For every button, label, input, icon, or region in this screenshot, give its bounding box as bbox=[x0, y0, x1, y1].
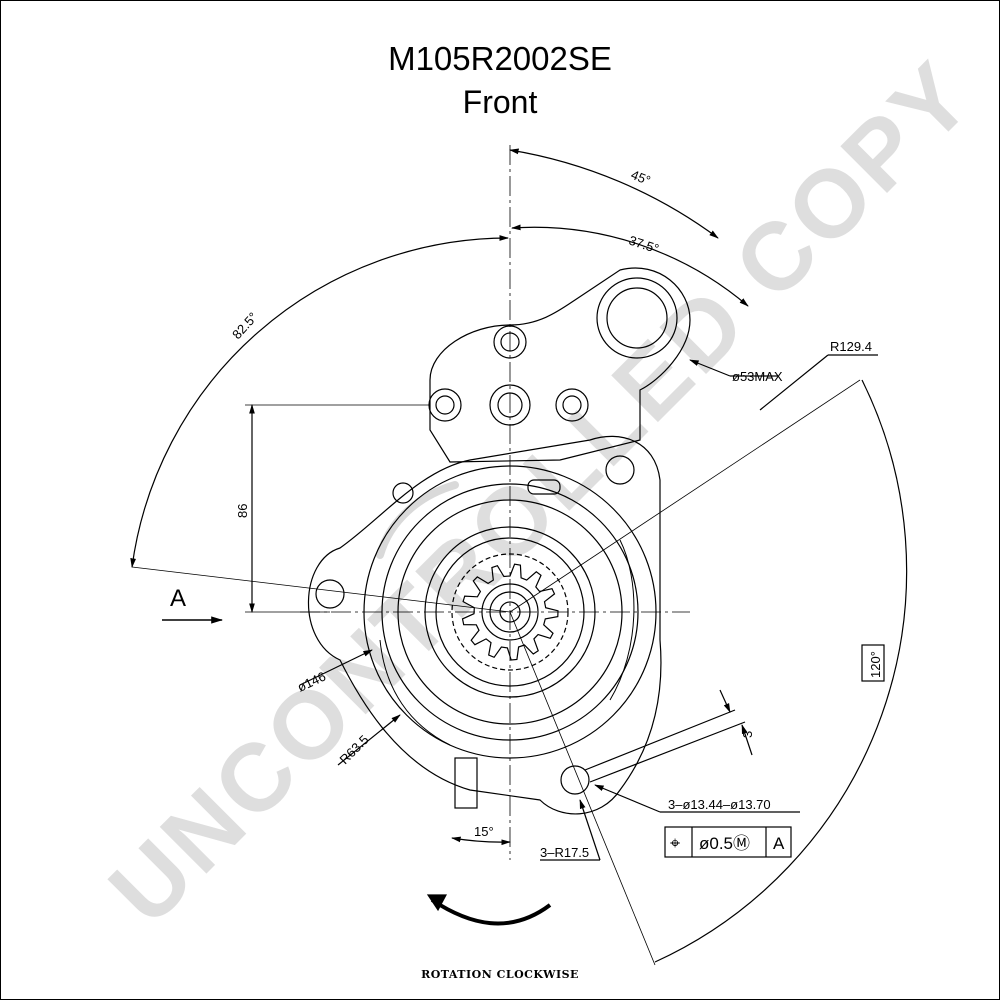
view-marker-a: A bbox=[170, 585, 186, 612]
dim-angle-37-5: 37.5° bbox=[627, 233, 661, 257]
dim-radius-129-4: R129.4 bbox=[830, 339, 872, 354]
dim-angle-120: 120° bbox=[868, 651, 883, 678]
part-number: M105R2002SE bbox=[388, 40, 612, 77]
tolerance-frame bbox=[664, 826, 792, 858]
tolerance-datum: A bbox=[773, 834, 785, 853]
housing-outer bbox=[363, 465, 657, 759]
dim-dia-53max: ø53MAX bbox=[732, 369, 783, 384]
dim-height-86: 86 bbox=[235, 504, 250, 518]
pinion-gear bbox=[461, 563, 559, 661]
rotation-label: ROTATION CLOCKWISE bbox=[421, 968, 579, 981]
arc-37-5 bbox=[511, 224, 749, 307]
dim-angle-45: 45° bbox=[629, 167, 653, 188]
rotation-arrow bbox=[430, 898, 552, 926]
dim-offset-3: 3 bbox=[740, 731, 755, 738]
arc-82-5 bbox=[130, 235, 509, 568]
dim-holes: 3–ø13.44–ø13.70 bbox=[668, 797, 771, 812]
solenoid-body bbox=[429, 267, 691, 463]
watermark: UNCONTROLLED COPY bbox=[89, 40, 993, 944]
tolerance-value: ø0.5Ⓜ bbox=[699, 834, 750, 853]
arc-120 bbox=[654, 379, 908, 963]
tolerance-symbol: ⌖ bbox=[670, 833, 680, 853]
dim-radius-17-5: 3–R17.5 bbox=[540, 845, 589, 860]
arc-45 bbox=[509, 148, 719, 239]
view-title: Front bbox=[462, 84, 538, 120]
arc-15 bbox=[451, 836, 511, 846]
solenoid-terminal bbox=[596, 277, 678, 359]
dim-angle-15: 15° bbox=[474, 824, 494, 839]
mounting-flange bbox=[307, 435, 662, 815]
dim-angle-82-5: 82.5° bbox=[229, 309, 261, 342]
